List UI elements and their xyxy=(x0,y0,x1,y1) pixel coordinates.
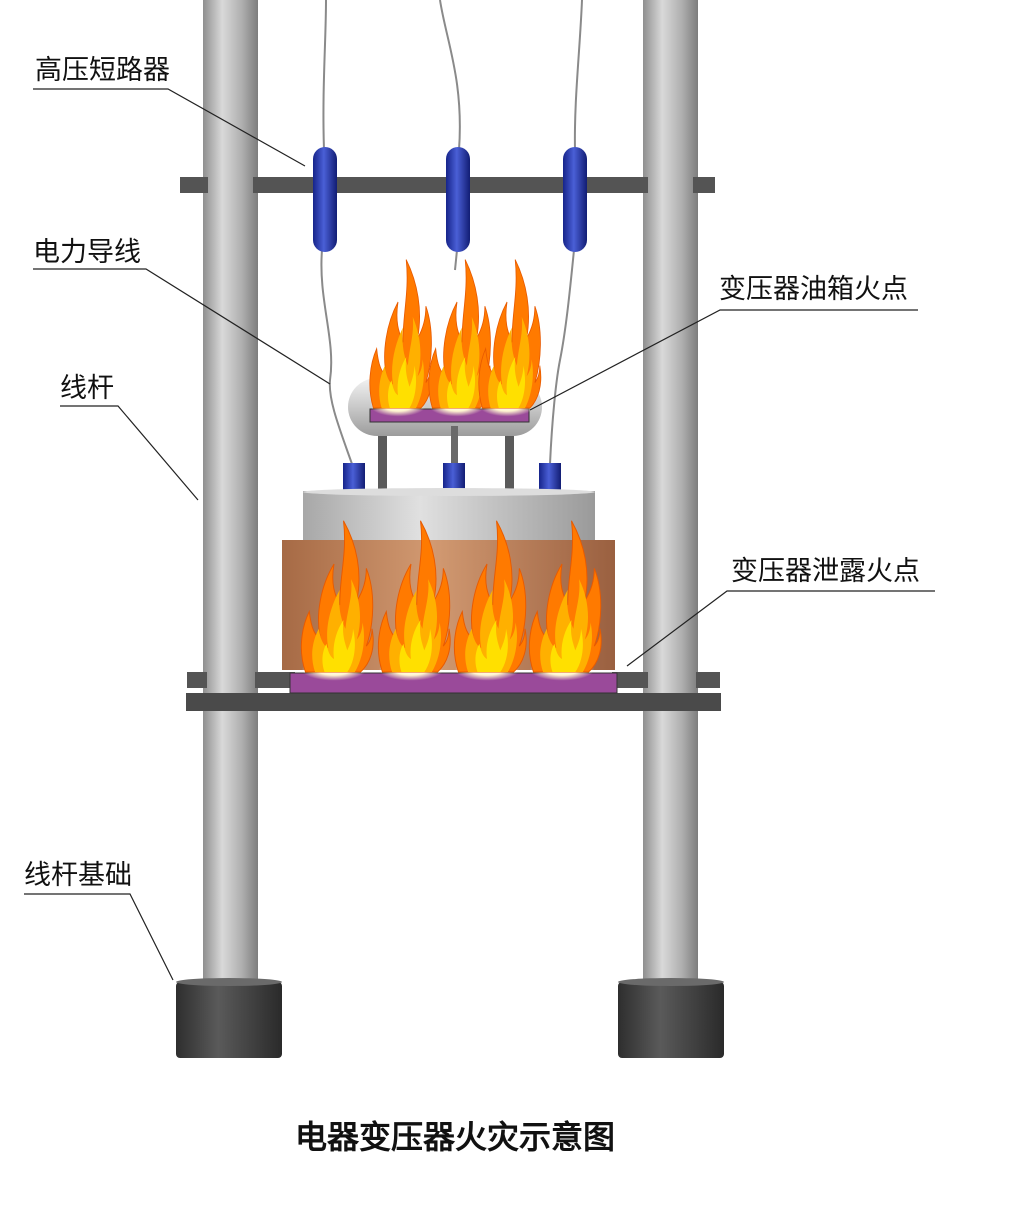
tank-support-left xyxy=(378,436,387,494)
power-wire-top-3 xyxy=(573,0,583,151)
label-pole: 线杆 xyxy=(60,373,114,404)
bushing-1 xyxy=(343,463,365,493)
leak-fire-point xyxy=(289,672,618,694)
insulator-icon xyxy=(446,147,470,252)
tank-support-right xyxy=(505,436,514,494)
leader-pole xyxy=(60,405,199,501)
label-leak-fire: 变压器泄露火点 xyxy=(731,556,920,587)
power-wire-top-2 xyxy=(439,0,461,151)
pole-right xyxy=(643,0,698,985)
label-oil-tank-fire: 变压器油箱火点 xyxy=(719,274,908,305)
leader-hv-short-circuiter xyxy=(33,88,306,167)
label-pole-foundation: 线杆基础 xyxy=(24,860,132,891)
lower-platform xyxy=(186,672,721,711)
leader-leak-fire xyxy=(626,590,935,667)
pole-foundation-right xyxy=(618,978,724,1058)
power-wire-1 xyxy=(320,249,353,465)
insulator-icon xyxy=(563,147,587,252)
power-wire-2 xyxy=(454,249,458,271)
diagram-title: 电器变压器火灾示意图 xyxy=(295,1118,615,1156)
label-power-conductor: 电力导线 xyxy=(33,237,141,268)
pole-left xyxy=(203,0,258,985)
bushing-3 xyxy=(539,463,561,493)
tank-support-mid xyxy=(451,426,458,464)
bushing-2 xyxy=(443,463,465,493)
label-hv-short-circuiter: 高压短路器 xyxy=(35,55,170,86)
pole-foundation-left xyxy=(176,978,282,1058)
leader-oil-tank-fire xyxy=(529,309,918,411)
power-wire-top-1 xyxy=(322,0,327,151)
fire-icon xyxy=(369,259,433,418)
insulator-icon xyxy=(313,147,337,252)
power-wire-3 xyxy=(549,249,575,465)
leader-power-conductor xyxy=(33,268,331,385)
leader-pole-foundation xyxy=(24,893,174,981)
